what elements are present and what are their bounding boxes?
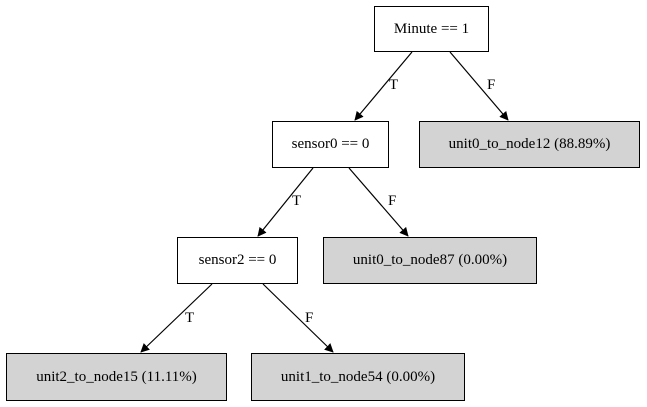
edge-sensor0-to-sensor2: [257, 167, 314, 237]
edge-sensor2-to-leaf-node15: [140, 283, 213, 353]
edge-label-false: F: [305, 310, 314, 326]
node-sensor2-decision: sensor2 == 0: [177, 237, 298, 284]
edge-root-to-leaf-node12: [449, 51, 509, 121]
leaf-unit0-to-node87: unit0_to_node87 (0.00%): [323, 237, 537, 284]
edge-label-true: T: [185, 310, 195, 326]
edge-label-false: F: [388, 193, 397, 209]
node-minute-decision: Minute == 1: [374, 6, 489, 52]
edge-label-true: T: [292, 193, 302, 209]
edge-label-false: F: [487, 77, 496, 93]
leaf-unit2-to-node15: unit2_to_node15 (11.11%): [6, 353, 227, 401]
leaf-unit0-to-node12: unit0_to_node12 (88.89%): [419, 121, 640, 168]
edge-label-true: T: [389, 77, 399, 93]
edge-root-to-sensor0: [354, 51, 413, 121]
leaf-unit1-to-node54: unit1_to_node54 (0.00%): [251, 353, 465, 401]
edge-sensor2-to-leaf-node54: [262, 283, 334, 353]
edge-sensor0-to-leaf-node87: [348, 167, 409, 237]
node-sensor0-decision: sensor0 == 0: [272, 121, 389, 168]
